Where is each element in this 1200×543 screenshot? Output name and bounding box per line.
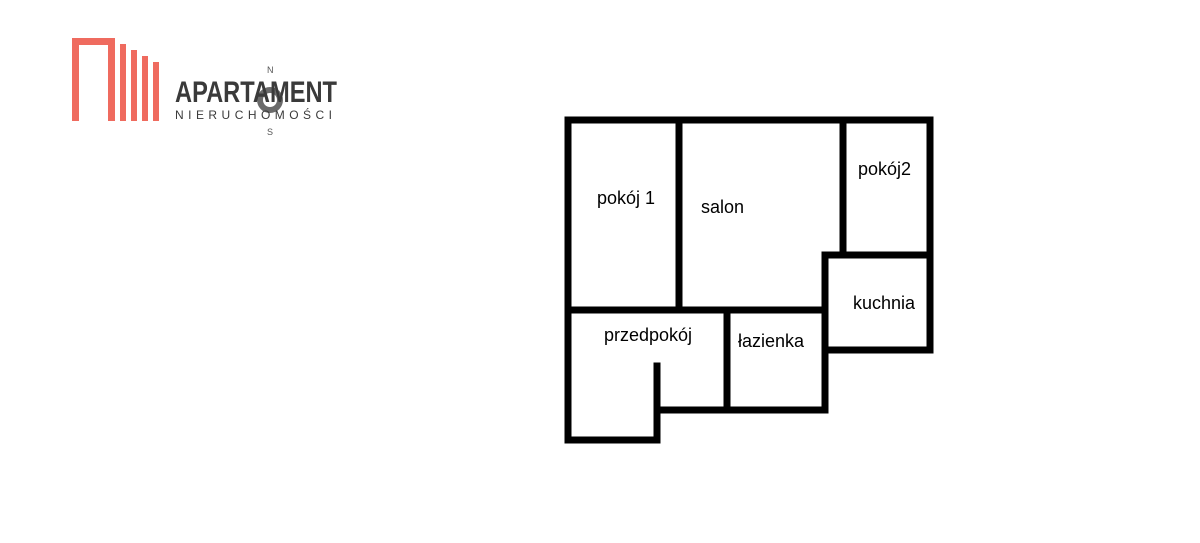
brand-subtitle: NIERUCHOMOŚCI xyxy=(175,107,335,122)
building-bars-icon xyxy=(72,38,159,121)
compass-icon: N S xyxy=(257,65,283,137)
room-label-kuchnia: kuchnia xyxy=(853,293,916,313)
room-label-pokoj1: pokój 1 xyxy=(597,188,655,208)
compass-north: N xyxy=(267,65,274,75)
compass-south: S xyxy=(267,127,273,137)
room-label-pokoj2: pokój2 xyxy=(858,159,911,179)
company-logo: N S APARTAMENT NIERUCHOMOŚCI xyxy=(72,38,337,137)
room-label-przedpokoj: przedpokój xyxy=(604,325,692,345)
room-label-salon: salon xyxy=(701,197,744,217)
walls xyxy=(564,116,934,444)
room-label-lazienka: łazienka xyxy=(738,331,805,351)
room-labels: pokój 1 salon pokój2 kuchnia przedpokój … xyxy=(597,159,916,351)
brand-name: APARTAMENT xyxy=(175,76,337,109)
